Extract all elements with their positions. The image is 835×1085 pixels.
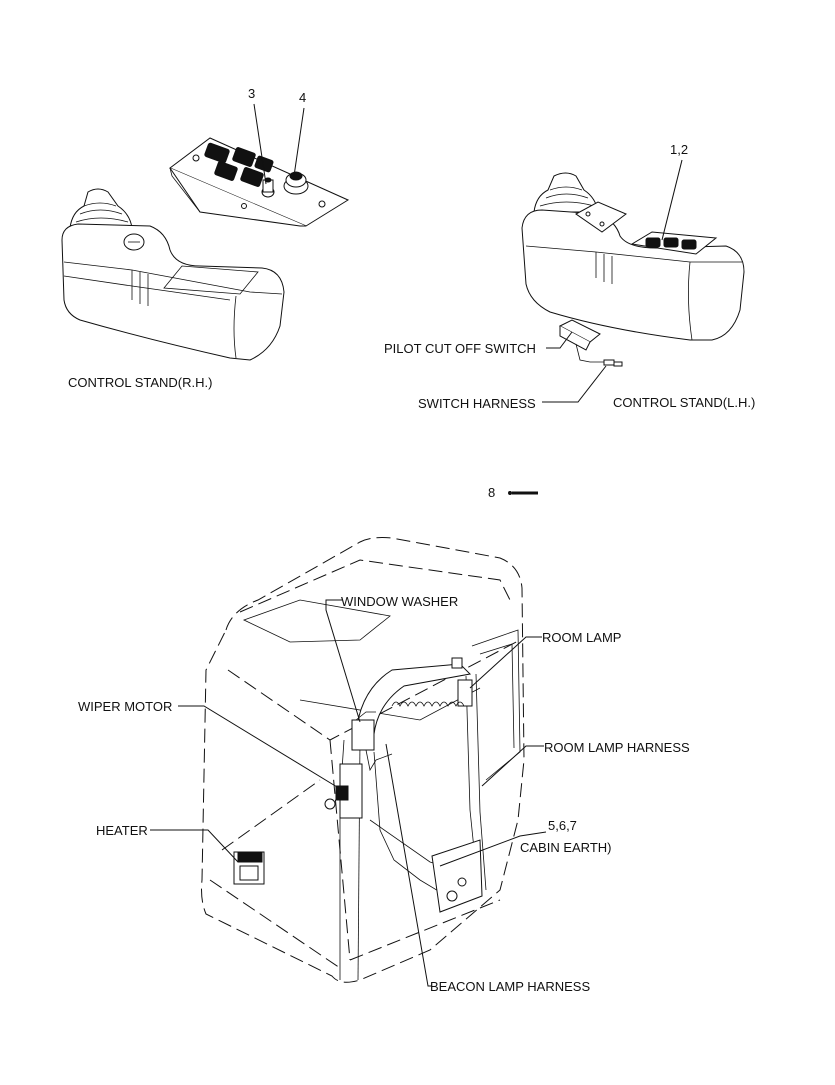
callout-3: 3	[248, 86, 255, 101]
beacon-lamp-harness-leader	[385, 743, 432, 987]
switch-panel-drawing	[169, 137, 350, 227]
callout-4: 4	[299, 90, 306, 105]
callout-1-2-leader	[661, 159, 683, 241]
label-beacon-lamp-harness: BEACON LAMP HARNESS	[430, 979, 590, 994]
callout-8: 8	[488, 485, 495, 500]
callout-5-6-7: 5,6,7	[548, 818, 577, 833]
label-room-lamp-harness: ROOM LAMP HARNESS	[544, 740, 690, 755]
label-wiper-motor: WIPER MOTOR	[78, 699, 172, 714]
label-room-lamp: ROOM LAMP	[542, 630, 621, 645]
switch-harness-leader	[542, 365, 607, 403]
cabin-drawing	[201, 537, 525, 983]
label-switch-harness: SWITCH HARNESS	[418, 396, 536, 411]
label-heater: HEATER	[96, 823, 148, 838]
callout-3-leader	[253, 103, 267, 185]
pilot-cut-off-switch-leader	[546, 331, 573, 349]
control-stand-lh-drawing	[521, 172, 745, 367]
wiper-motor-leader	[178, 705, 343, 791]
label-pilot-cut-off-switch: PILOT CUT OFF SWITCH	[384, 341, 536, 356]
room-lamp-harness-leader	[481, 745, 544, 787]
label-window-washer: WINDOW WASHER	[341, 594, 458, 609]
callout-1-2: 1,2	[670, 142, 688, 157]
callout-4-leader	[293, 107, 305, 177]
label-cabin-earth: CABIN EARTH)	[520, 840, 612, 855]
window-washer-leader	[325, 599, 361, 723]
heater-leader	[150, 829, 239, 863]
item-8-part	[508, 491, 538, 495]
room-lamp-leader	[469, 636, 542, 689]
label-control-stand-rh: CONTROL STAND(R.H.)	[68, 375, 212, 390]
control-stand-rh-drawing	[61, 188, 285, 361]
cabin-earth-leader	[439, 831, 547, 867]
label-control-stand-lh: CONTROL STAND(L.H.)	[613, 395, 755, 410]
